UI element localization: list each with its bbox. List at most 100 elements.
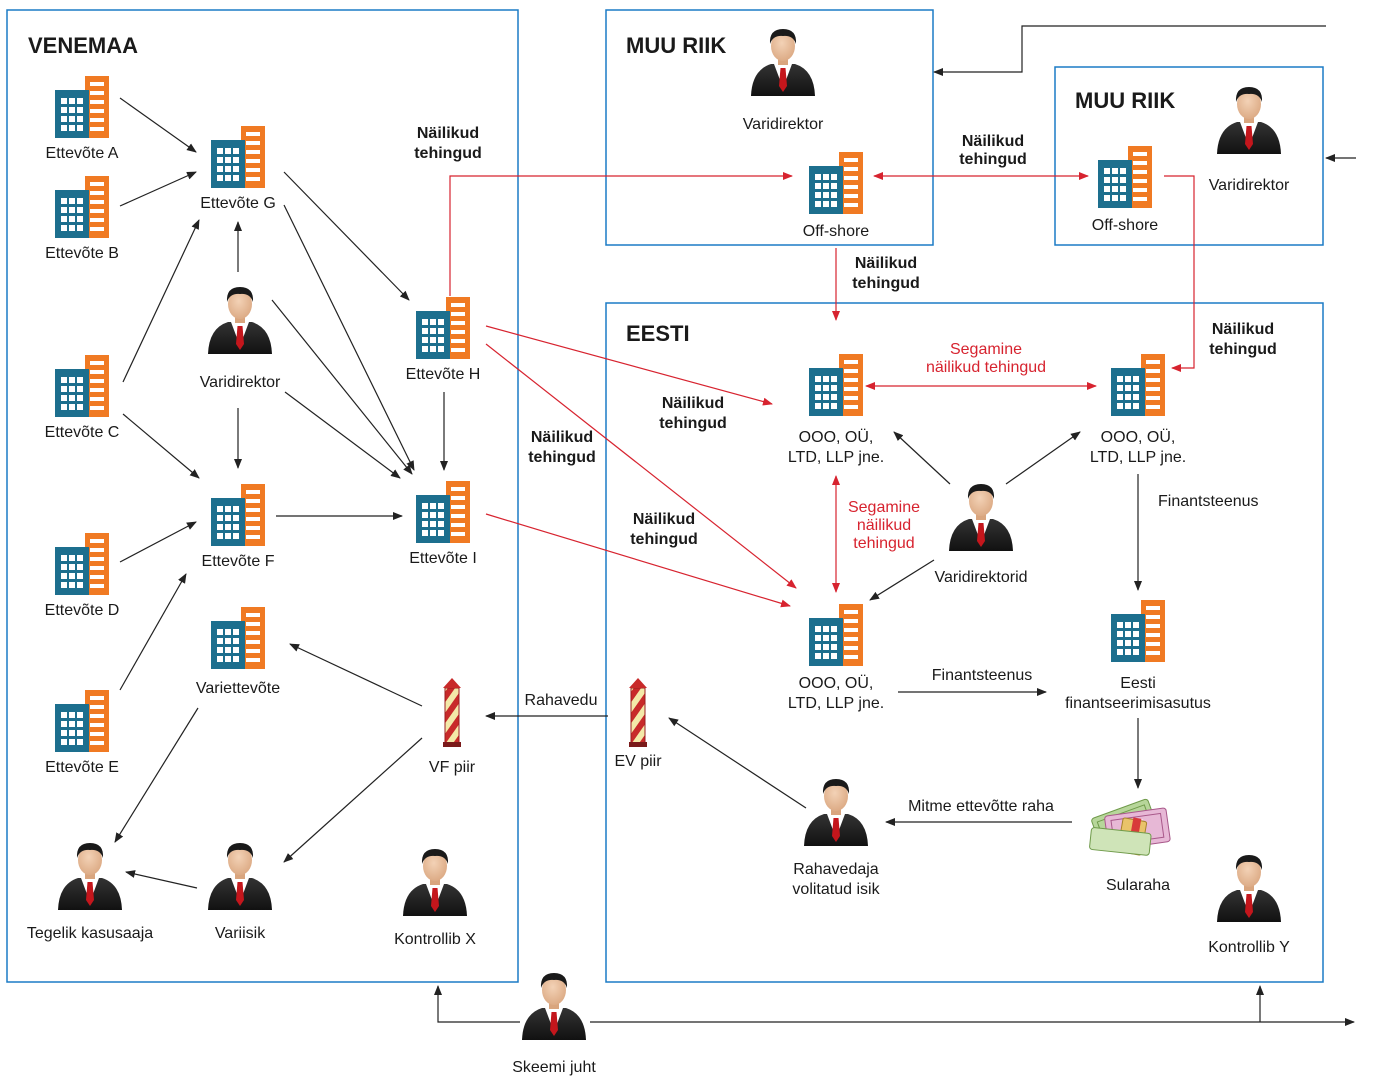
arrow-d-to-f [119,521,197,563]
other-country-box-1 [605,9,934,246]
building-icon [1111,600,1165,662]
arrow-e-to-f [119,573,187,691]
person-icon [208,843,272,910]
svg-text:Näilikud: Näilikud [1212,321,1274,338]
border-post-label: VF piir [429,759,476,776]
person-label: Varidirektor [1209,177,1290,194]
edge-label-nailikud-6: Näilikud tehingud [528,429,596,466]
region-title-other-1: MUU RIIK [626,33,726,58]
arrow-top-to-other1 [933,25,1326,76]
banknotes-icon [1088,797,1171,857]
building-label: Ettevõte D [45,602,120,619]
building-icon [211,126,265,188]
svg-text:Näilikud: Näilikud [417,125,479,142]
person-label: Kontrollib X [394,931,476,948]
arrow-c-to-f [122,413,200,479]
arrow-vd-to-i [284,391,401,479]
building-offshore-2: Off-shore [1092,146,1158,234]
building-ettevote-g: Ettevõte G [200,126,276,212]
region-boxes [6,9,1324,983]
person-varidirektorid: Varidirektorid [934,484,1028,586]
svg-text:Näilikud: Näilikud [662,395,724,412]
building-ettevote-b: Ettevõte B [45,176,119,262]
arrow-rahavedaja-to-ev [668,717,807,809]
edge-label-segamine-2: Segamine näilikud tehingud [848,499,920,552]
arrow-b-to-g [119,171,197,207]
building-label-line-2: finantseerimisasutus [1065,695,1211,712]
person-label-line-2: volitatud isik [792,881,880,898]
arrow-variisik-to-kasusaaja [125,870,198,889]
svg-text:näilikud tehingud: näilikud tehingud [926,359,1046,376]
edge-label-nailikud-3: Näilikud tehingud [852,255,920,292]
building-ettevote-e: Ettevõte E [45,690,119,776]
svg-text:tehingud: tehingud [528,449,596,466]
person-icon [804,779,868,846]
border-post-vf: VF piir [429,677,476,776]
edge-label-nailikud-2: Näilikud tehingud [959,133,1027,168]
arrow-variettevote-to-kasusaaja [114,707,199,843]
person-label: Varidirektorid [934,569,1027,586]
building-icon [211,484,265,546]
building-label: Ettevõte I [409,550,477,567]
person-label: Varidirektor [200,374,281,391]
building-label: Variettevõte [196,680,280,697]
arrow-juht-to-russia [434,985,520,1023]
edge-label-finantsteenus-1: Finantsteenus [1158,493,1259,510]
person-kontrollib-y: Kontrollib Y [1208,855,1290,956]
edge-label-nailikud-7: Näilikud tehingud [630,511,698,548]
other-country-box-2 [1054,66,1324,246]
building-label-line-1: Eesti [1120,675,1156,692]
person-kontrollib-x: Kontrollib X [394,849,476,948]
building-label-line-2: LTD, LLP jne. [1090,449,1186,466]
edge-label-nailikud-4: Näilikud tehingud [1209,321,1277,358]
building-label: Ettevõte G [200,195,276,212]
building-ettevote-f: Ettevõte F [202,484,275,570]
svg-text:Näilikud: Näilikud [531,429,593,446]
svg-text:tehingud: tehingud [659,415,727,432]
building-ooo-2: OOO, OÜ, LTD, LLP jne. [1090,354,1186,466]
arrow-vf-to-variisik [283,737,423,863]
building-finantseerimisasutus: Eesti finantseerimisasutus [1065,600,1211,712]
arrow-h-to-ooo3 [485,343,797,589]
edge-label-finantsteenus-2: Finantsteenus [932,667,1033,684]
border-post-icon [628,677,648,748]
arrow-offshore2-to-ooo2 [1164,175,1195,372]
region-title-russia: VENEMAA [28,33,138,58]
building-ooo-3: OOO, OÜ, LTD, LLP jne. [788,604,884,712]
cash-sularaha: Sularaha [1088,797,1171,894]
edge-label-rahavedu: Rahavedu [525,692,598,709]
building-icon [55,690,109,752]
building-icon [416,297,470,359]
building-ettevote-d: Ettevõte D [45,533,120,619]
building-icon [809,604,863,666]
arrow-g-to-h [283,171,410,301]
svg-text:tehingud: tehingud [853,535,914,552]
person-tegelik-kasusaaja: Tegelik kasusaaja [27,843,153,942]
person-icon [522,973,586,1040]
arrow-c-to-g [122,219,200,383]
person-label: Skeemi juht [512,1059,596,1076]
edge-label-segamine-1: Segamine näilikud tehingud [926,341,1046,376]
building-ooo-1: OOO, OÜ, LTD, LLP jne. [788,354,884,466]
border-post-icon [442,677,462,748]
arrow-c-area-to-i [271,299,413,475]
arrow-vds-to-ooo1 [893,431,951,485]
arrow-g-to-i [283,204,415,471]
building-label: Off-shore [803,223,870,240]
arrow-vds-to-ooo2 [1005,431,1081,485]
person-skeemi-juht: Skeemi juht [512,973,596,1076]
svg-text:näilikud: näilikud [857,517,911,534]
arrow-h-to-offshore1 [449,172,793,296]
svg-text:tehingud: tehingud [852,275,920,292]
building-ettevote-c: Ettevõte C [45,355,119,441]
russia-box [6,9,519,983]
region-title-estonia: EESTI [626,321,690,346]
svg-text:tehingud: tehingud [1209,341,1277,358]
building-ettevote-h: Ettevõte H [406,297,480,383]
building-ettevote-i: Ettevõte I [409,481,477,567]
building-icon [55,76,109,138]
arrow-a-to-g [119,97,197,153]
person-varidirektor-other-1: Varidirektor [743,29,824,133]
person-icon [751,29,815,96]
